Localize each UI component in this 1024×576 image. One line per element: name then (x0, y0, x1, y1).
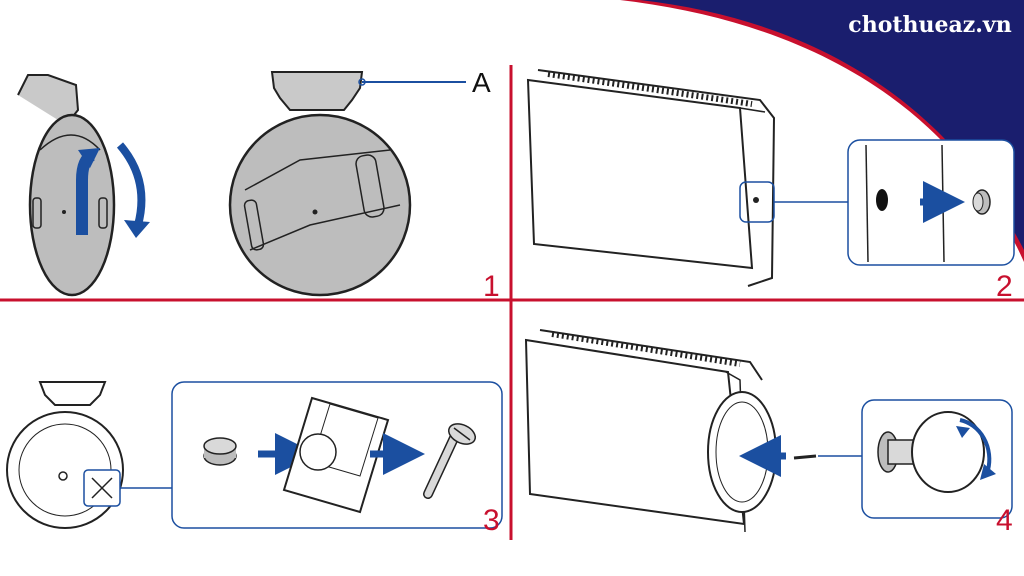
step-number-3: 3 (483, 504, 500, 537)
panel-step-3: 3 (6, 381, 503, 537)
stand-plate-icon (282, 396, 390, 514)
panel-dividers (0, 65, 1024, 540)
stand-side-icon (17, 74, 116, 297)
brand-text: chothueaz.vn (848, 12, 1011, 38)
cap-icon (203, 437, 237, 466)
screw-hole-cap-icon (847, 139, 1015, 266)
callout-a-label: A (472, 67, 491, 98)
console-with-stand-icon (524, 329, 777, 533)
step-number-4: 4 (996, 504, 1013, 537)
step-number-1: 1 (483, 270, 500, 303)
stand-base-icon (6, 381, 124, 529)
panel-step-4: 4 (524, 329, 1013, 537)
screw-icon (423, 423, 476, 499)
panel-step-2: 2 (526, 69, 1015, 303)
step-number-2: 2 (996, 270, 1013, 303)
screwdriver-rotate-icon (877, 411, 996, 493)
callout-a-leader (358, 78, 466, 86)
console-vertical-icon (526, 69, 776, 287)
rotate-arrow-icon (76, 142, 150, 238)
panel-step-1: A 1 (17, 67, 500, 303)
screw-icon (793, 454, 817, 460)
stand-front-icon (228, 71, 412, 297)
brand-banner: chothueaz.vn (620, 0, 1024, 262)
